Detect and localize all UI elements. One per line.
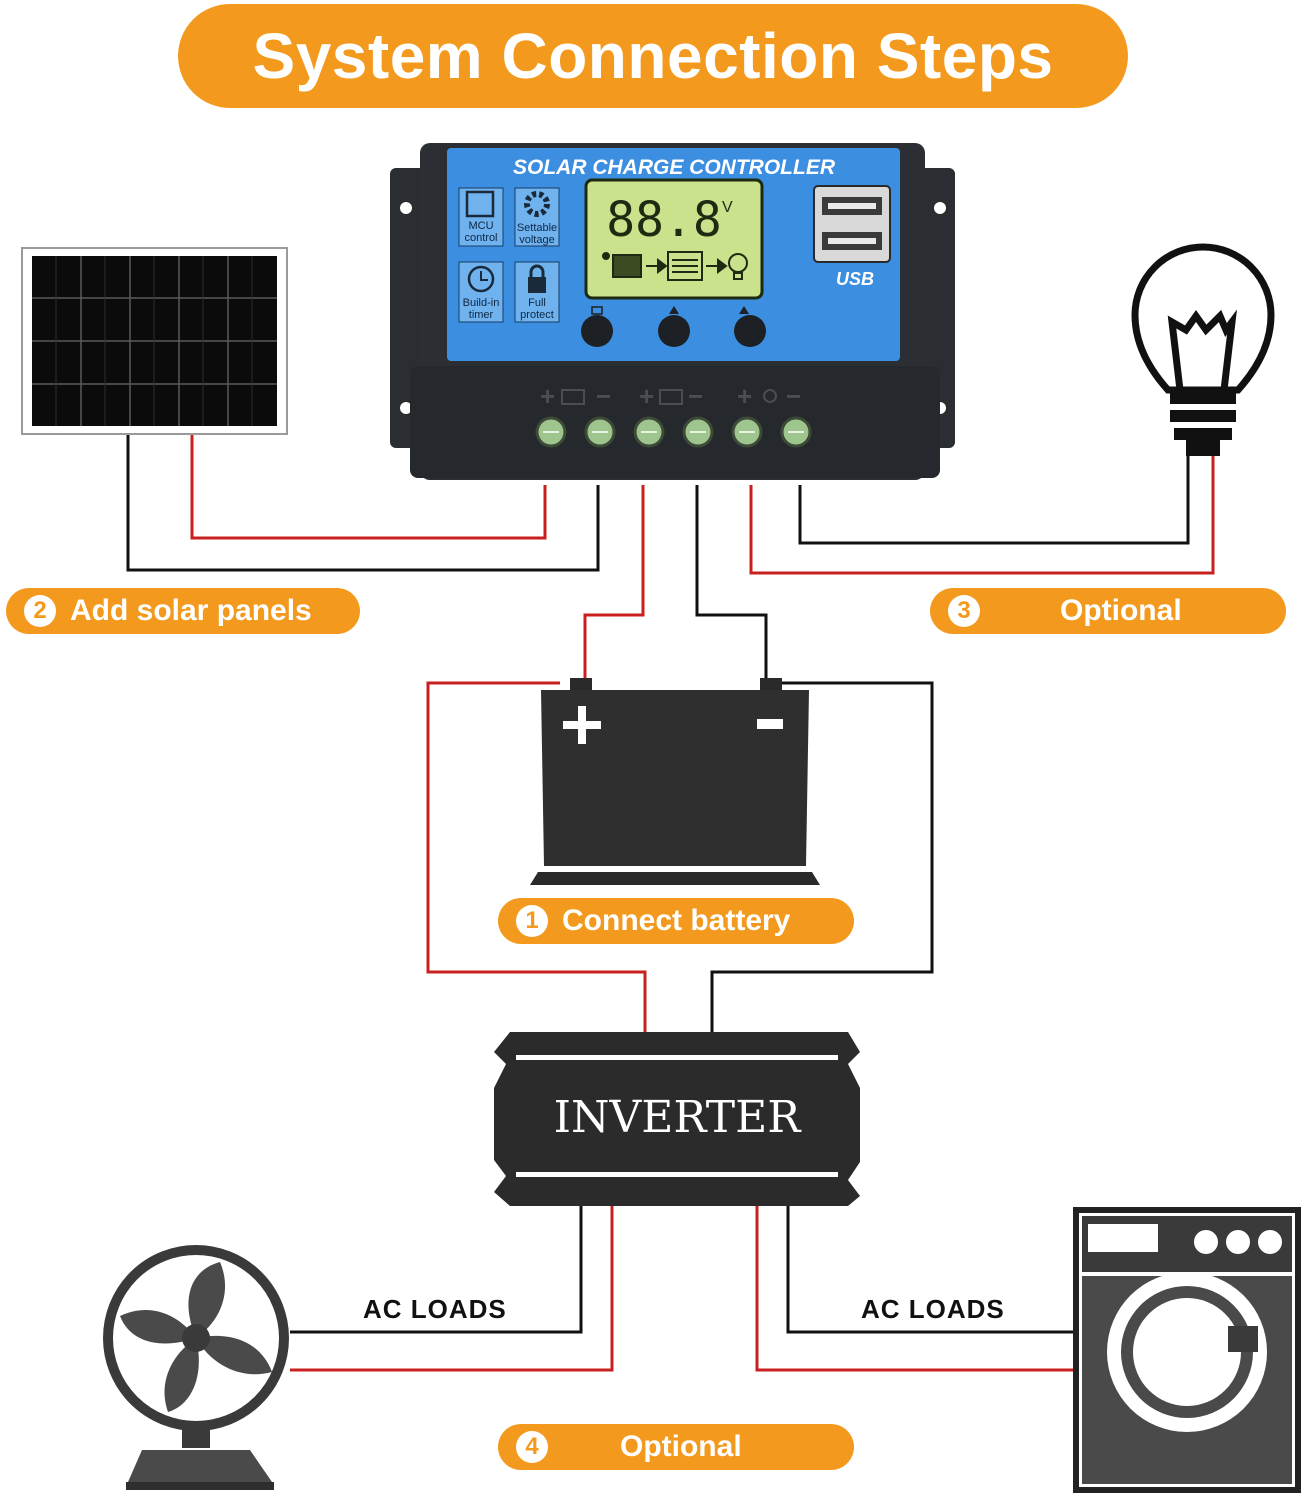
svg-text:−: − xyxy=(596,381,611,411)
inverter-label: INVERTER xyxy=(554,1092,803,1143)
step-label: Optional xyxy=(620,1430,742,1463)
controller-header: SOLAR CHARGE CONTROLLER xyxy=(513,156,836,179)
fan-negative-wire xyxy=(290,1205,583,1334)
up-button[interactable] xyxy=(658,315,690,347)
feature-mcu-line1: MCU xyxy=(468,220,493,232)
clock-icon xyxy=(458,261,504,323)
wires xyxy=(126,435,1215,1372)
lock-icon xyxy=(514,261,560,323)
mount-hole xyxy=(400,202,412,214)
fan-icon xyxy=(103,1245,289,1490)
load-negative-wire xyxy=(798,455,1190,545)
ac-loads-label-left: AC LOADS xyxy=(363,1294,507,1324)
inverter-positive-wire xyxy=(426,681,647,1032)
battery-negative-wire xyxy=(695,485,768,682)
screw-terminals xyxy=(535,416,812,448)
step-optional-ac-loads: 4 Optional xyxy=(498,1424,854,1470)
svg-text:−: − xyxy=(786,381,801,411)
feature-voltage-line1: Settable xyxy=(517,222,557,234)
ac-loads-label-right: AC LOADS xyxy=(861,1294,1005,1324)
step-connect-battery: 1 Connect battery xyxy=(498,898,854,944)
feature-timer-line2: timer xyxy=(469,309,494,321)
solar-panel xyxy=(21,247,288,435)
step-number-badge: 3 xyxy=(948,595,980,627)
lcd-voltage-unit: V xyxy=(722,199,733,216)
svg-text:−: − xyxy=(688,381,703,411)
washer-negative-wire xyxy=(786,1205,1078,1334)
usb-label: USB xyxy=(836,269,874,289)
mount-hole xyxy=(934,202,946,214)
mcu-chip-icon xyxy=(458,187,504,247)
page-title: System Connection Steps xyxy=(178,4,1128,108)
svg-text:+: + xyxy=(540,381,555,411)
step-number-badge: 1 xyxy=(516,905,548,937)
step-number-badge: 2 xyxy=(24,595,56,627)
step-optional-dc-load: 3 Optional xyxy=(930,588,1286,634)
step-add-solar-panels: 2 Add solar panels xyxy=(6,588,360,634)
step-label: Optional xyxy=(1060,594,1182,627)
solar-negative-wire xyxy=(126,435,600,572)
lcd-voltage-value: 88.8 xyxy=(606,192,722,248)
washer-positive-wire xyxy=(755,1205,1078,1372)
step-number-badge: 4 xyxy=(516,1431,548,1463)
feature-mcu-line2: control xyxy=(464,232,497,244)
light-bulb-icon xyxy=(1131,243,1275,456)
menu-button[interactable] xyxy=(581,315,613,347)
washing-machine-icon xyxy=(1073,1207,1301,1493)
feature-voltage-line2: voltage xyxy=(519,234,554,246)
solar-positive-wire xyxy=(190,435,547,540)
battery-icon xyxy=(530,678,820,885)
inverter-negative-wire xyxy=(710,681,934,1032)
svg-text:+: + xyxy=(737,381,752,411)
down-light-button[interactable] xyxy=(734,315,766,347)
load-positive-wire xyxy=(749,455,1215,575)
step-label: Add solar panels xyxy=(70,594,312,627)
svg-text:+: + xyxy=(639,381,654,411)
feature-protect-line2: protect xyxy=(520,309,554,321)
battery-positive-wire xyxy=(583,485,645,682)
step-label: Connect battery xyxy=(562,904,791,937)
inverter-icon: INVERTER xyxy=(494,1032,860,1206)
page-title-text: System Connection Steps xyxy=(252,20,1054,92)
fan-positive-wire xyxy=(290,1205,614,1372)
gear-icon xyxy=(514,187,560,247)
feature-timer-line1: Build-in xyxy=(463,297,500,309)
mount-hole xyxy=(400,402,412,414)
feature-protect-line1: Full xyxy=(528,297,546,309)
lcd-flow-icons xyxy=(602,251,748,281)
solar-charge-controller: +− +− +− SOLAR CHARGE CONTROLLER 88.8 V … xyxy=(390,143,955,480)
